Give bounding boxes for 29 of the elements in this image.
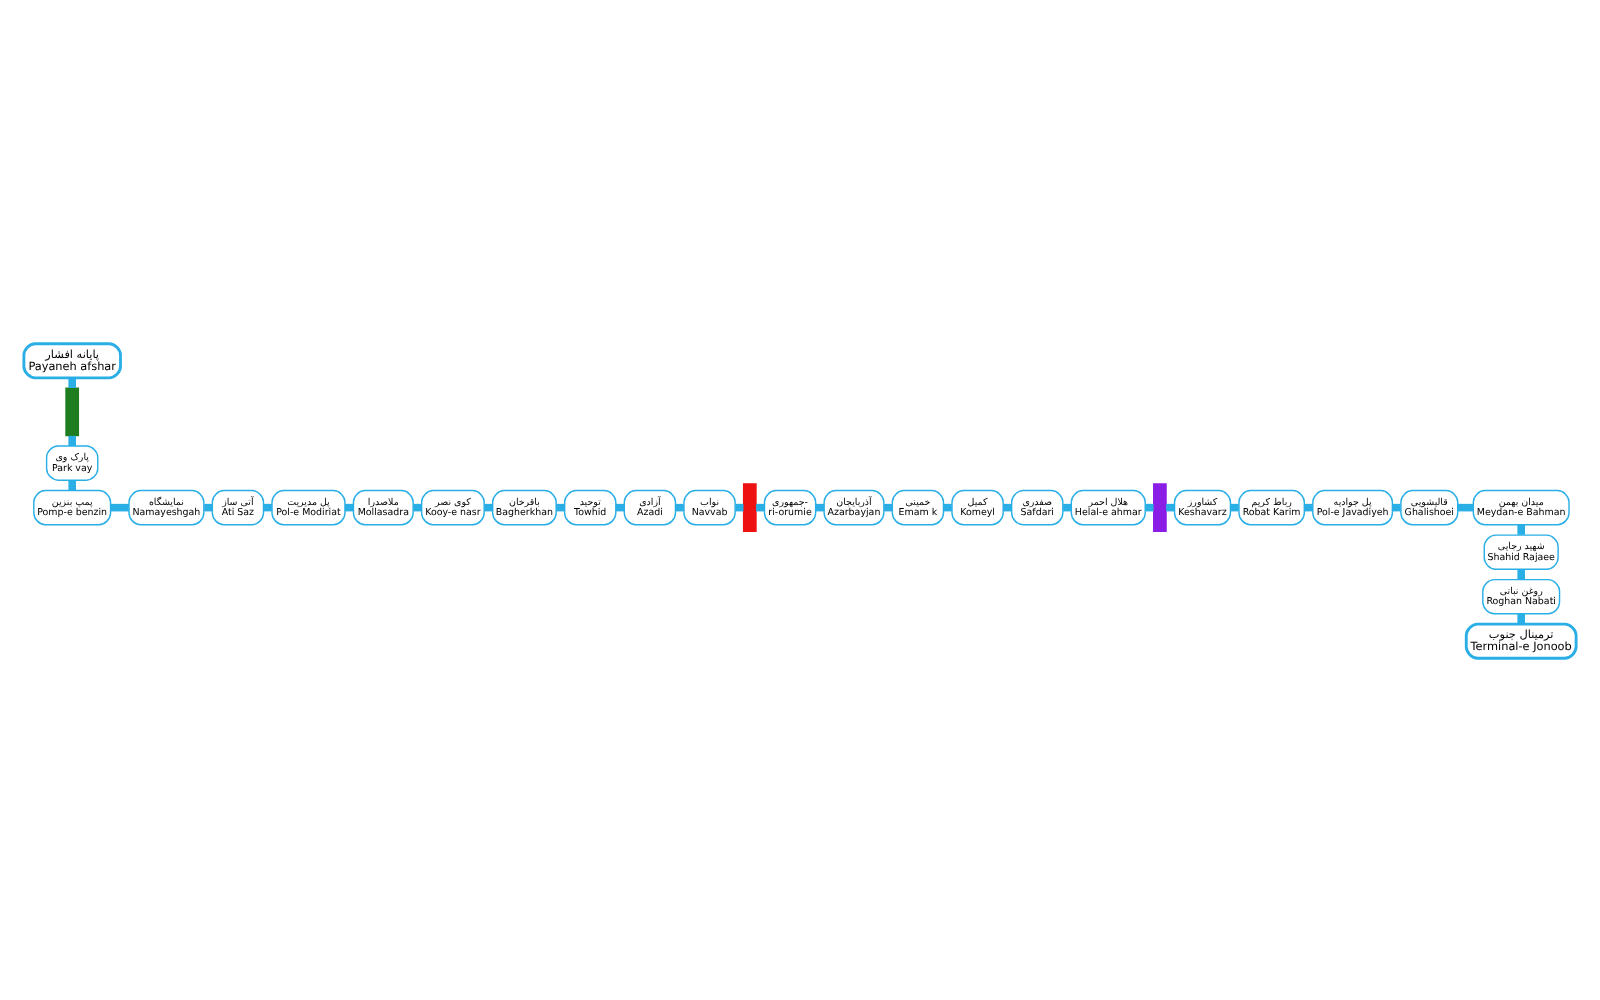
connector [1517, 613, 1525, 623]
connector [1304, 502, 1313, 511]
connector [1166, 502, 1175, 511]
connector [1230, 502, 1239, 511]
connector [1517, 568, 1525, 579]
connector [675, 502, 684, 511]
connector [68, 434, 76, 445]
connector [263, 502, 272, 511]
connector [413, 502, 422, 511]
connector [884, 502, 893, 511]
connector [616, 502, 625, 511]
connector [943, 502, 952, 511]
connector [110, 502, 129, 511]
node-bar [65, 386, 80, 436]
connector [1517, 524, 1525, 534]
connector [68, 377, 76, 387]
connector [1145, 502, 1154, 511]
connector [345, 502, 354, 511]
connector [484, 502, 493, 511]
connector [1003, 502, 1012, 511]
node-bar [1153, 482, 1167, 531]
connector [556, 502, 565, 511]
connector [1392, 502, 1401, 511]
connector [68, 479, 76, 490]
connector [204, 502, 213, 511]
connector [1063, 502, 1072, 511]
connector [815, 502, 825, 511]
connector [735, 502, 744, 511]
node-bar [742, 482, 757, 531]
